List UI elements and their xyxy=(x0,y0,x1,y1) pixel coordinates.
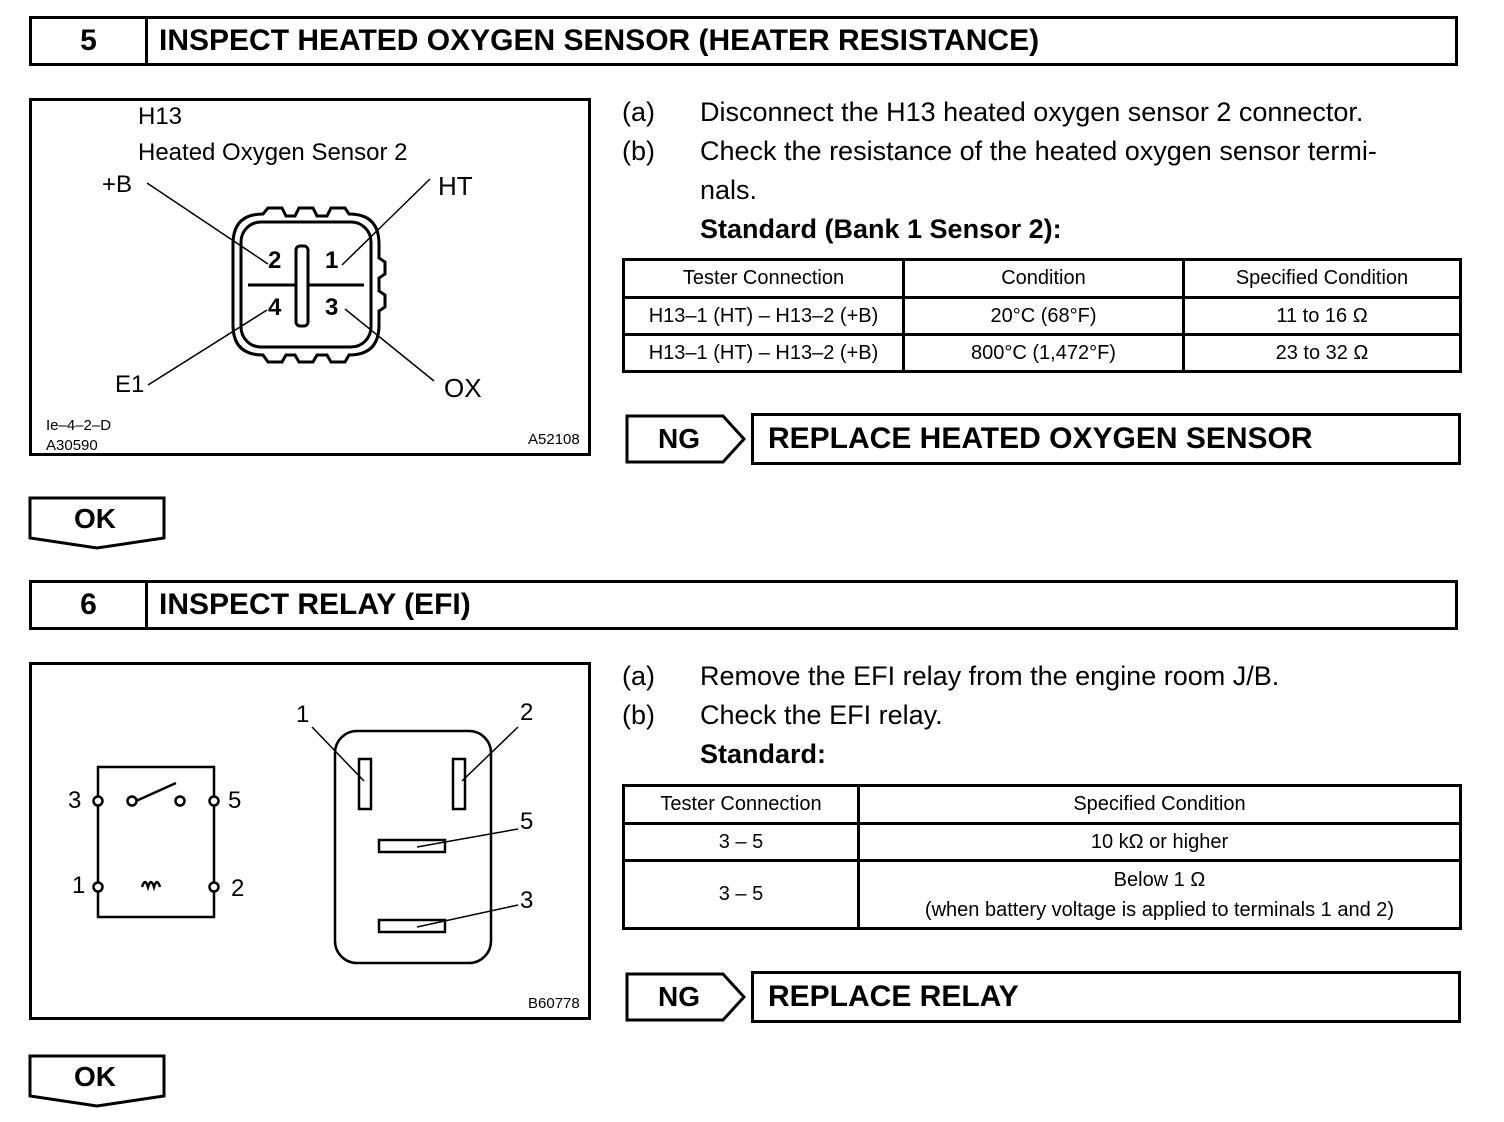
ok-label: OK xyxy=(74,1061,116,1092)
cell-line: (when battery voltage is applied to term… xyxy=(924,898,1395,921)
figure-code: A52108 xyxy=(528,431,580,448)
instruction-label: (a) xyxy=(622,661,655,691)
relay-pin-2: 2 xyxy=(520,699,534,726)
schematic-terminal-3: 3 xyxy=(68,787,82,814)
step-number: 5 xyxy=(32,19,148,63)
table-cell: 11 to 16 Ω xyxy=(1182,296,1462,336)
ok-arrow: OK xyxy=(28,496,166,550)
ng-result-box: REPLACE HEATED OXYGEN SENSOR xyxy=(751,413,1461,465)
relay-pin-5: 5 xyxy=(520,808,534,835)
connector-name: Heated Oxygen Sensor 2 xyxy=(138,139,408,166)
instruction-label: (b) xyxy=(622,700,655,730)
relay-pin-3: 3 xyxy=(520,887,534,914)
ng-arrow: NG xyxy=(625,414,747,464)
table-header: Condition xyxy=(902,258,1185,299)
table-header: Tester Connection xyxy=(622,784,860,825)
figure-code: B60778 xyxy=(528,995,580,1012)
table-row: H13–1 (HT) – H13–2 (+B) 20°C (68°F) 11 t… xyxy=(622,296,1462,336)
connector-id: H13 xyxy=(138,103,183,130)
step-title: INSPECT HEATED OXYGEN SENSOR (HEATER RES… xyxy=(159,24,1040,57)
terminal-label-e1: E1 xyxy=(115,371,145,398)
table-row: 3 – 5 10 kΩ or higher xyxy=(622,822,1462,862)
pin-1: 1 xyxy=(325,247,339,274)
table-cell: 20°C (68°F) xyxy=(902,296,1185,336)
step-number: 6 xyxy=(32,583,148,627)
schematic-terminal-2: 2 xyxy=(231,875,245,902)
table-header: Specified Condition xyxy=(857,784,1462,825)
pin-3: 3 xyxy=(325,294,339,321)
ok-arrow: OK xyxy=(28,1054,166,1108)
table-cell: Below 1 Ω (when battery voltage is appli… xyxy=(857,859,1462,930)
table-row: 3 – 5 Below 1 Ω (when battery voltage is… xyxy=(622,859,1462,930)
table-row: H13–1 (HT) – H13–2 (+B) 800°C (1,472°F) … xyxy=(622,333,1462,373)
ok-label: OK xyxy=(74,503,116,534)
efi-relay-figure: 3 5 1 2 1 2 5 3 B60778 xyxy=(29,662,591,1020)
figure-code: A30590 xyxy=(46,437,98,454)
ng-label: NG xyxy=(658,981,700,1012)
instruction-label: (b) xyxy=(622,136,655,166)
table-cell: H13–1 (HT) – H13–2 (+B) xyxy=(622,333,905,373)
schematic-terminal-1: 1 xyxy=(72,872,86,899)
step-5-header: 5 INSPECT HEATED OXYGEN SENSOR (HEATER R… xyxy=(29,16,1458,66)
ng-label: NG xyxy=(658,423,700,454)
instruction-text: Check the EFI relay. xyxy=(700,700,943,730)
ng-arrow: NG xyxy=(625,972,747,1022)
oxygen-sensor-connector-figure: H13 Heated Oxygen Sensor 2 +B HT E1 OX 2… xyxy=(29,98,591,456)
table-cell: 3 – 5 xyxy=(622,859,860,930)
table-header: Tester Connection xyxy=(622,258,905,299)
standard-label: Standard (Bank 1 Sensor 2): xyxy=(700,214,1062,244)
terminal-label-plus-b: +B xyxy=(102,171,133,198)
instruction-text: Check the resistance of the heated oxyge… xyxy=(700,136,1377,166)
instruction-label: (a) xyxy=(622,97,655,127)
resistance-spec-table: Tester Connection Condition Specified Co… xyxy=(622,258,1462,373)
pin-2: 2 xyxy=(268,247,282,274)
connector-diagram xyxy=(146,178,435,386)
instruction-text: Disconnect the H13 heated oxygen sensor … xyxy=(700,97,1364,127)
instruction-text: Remove the EFI relay from the engine roo… xyxy=(700,661,1280,691)
cell-line: Below 1 Ω xyxy=(1113,868,1206,891)
table-cell: 800°C (1,472°F) xyxy=(902,333,1185,373)
relay-diagram xyxy=(92,726,519,965)
schematic-terminal-5: 5 xyxy=(228,787,242,814)
table-cell: 10 kΩ or higher xyxy=(857,822,1462,862)
relay-pin-1: 1 xyxy=(296,701,310,728)
table-cell: 3 – 5 xyxy=(622,822,860,862)
terminal-label-ht: HT xyxy=(438,171,473,201)
table-cell: H13–1 (HT) – H13–2 (+B) xyxy=(622,296,905,336)
terminal-label-ox: OX xyxy=(444,373,482,403)
ng-result-box: REPLACE RELAY xyxy=(751,971,1461,1023)
table-cell: 23 to 32 Ω xyxy=(1182,333,1462,373)
relay-spec-table: Tester Connection Specified Condition 3 … xyxy=(622,784,1462,930)
figure-code: Ie–4–2–D xyxy=(46,417,112,434)
step-title: INSPECT RELAY (EFI) xyxy=(159,588,471,621)
pin-4: 4 xyxy=(268,294,282,321)
table-header: Specified Condition xyxy=(1182,258,1462,299)
step-6-header: 6 INSPECT RELAY (EFI) xyxy=(29,580,1458,630)
instruction-text: nals. xyxy=(700,175,758,205)
standard-label: Standard: xyxy=(700,739,827,769)
